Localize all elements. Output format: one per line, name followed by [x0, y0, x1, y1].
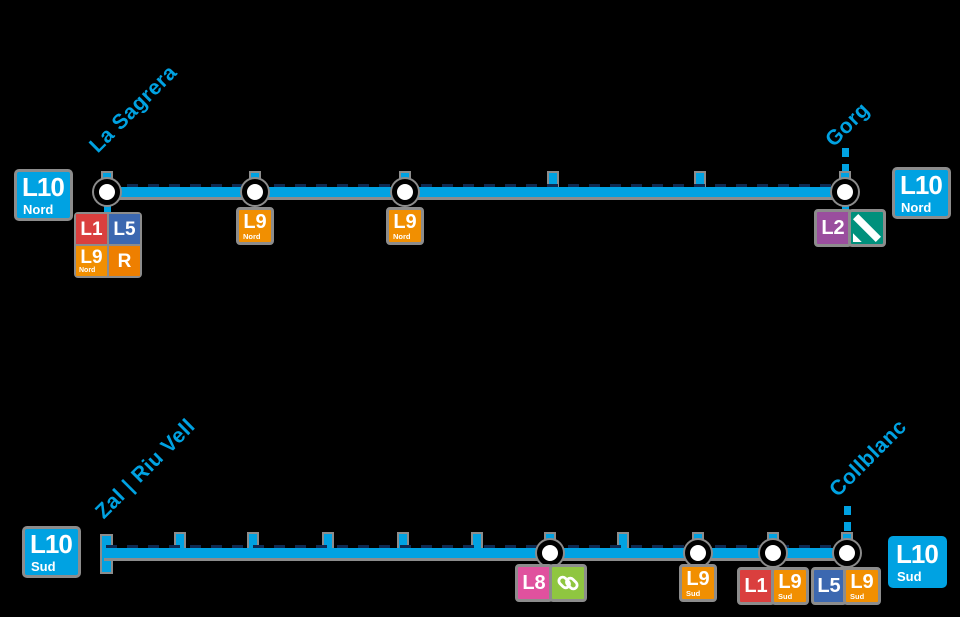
- station-tick: [399, 534, 407, 554]
- badge-label: L5: [817, 575, 841, 597]
- badge-label: L9: [686, 567, 710, 590]
- badge-label: L1: [744, 575, 768, 597]
- badge-label: L1: [80, 218, 103, 240]
- line-badge-l10-sud-right: L10 Sud: [888, 536, 947, 588]
- station-marker-interchange: [242, 179, 268, 205]
- fgc-icon: [549, 564, 587, 602]
- station-tick: [696, 173, 704, 193]
- badge-l9-sud: L9 Sud: [843, 567, 881, 605]
- route-line-l10-sud: [104, 548, 849, 558]
- station-tick: [549, 173, 557, 193]
- badge-caption: Sud: [850, 591, 865, 601]
- badge-l2: L2: [814, 209, 852, 247]
- station-marker-gorg: [832, 179, 858, 205]
- station-tick: [473, 534, 481, 554]
- label-leader-dash: [844, 506, 851, 542]
- badge-caption: Sud: [778, 591, 793, 601]
- station-marker-interchange: [537, 540, 563, 566]
- station-marker-interchange: [685, 540, 711, 566]
- badge-caption: Sud: [897, 569, 922, 584]
- terminus-label-la-sagrera: La Sagrera: [85, 60, 182, 158]
- tram-icon: [848, 209, 886, 247]
- badge-label: L9: [393, 210, 417, 233]
- line-badge-l10-sud-left: L10 Sud: [22, 526, 81, 578]
- badge-l9-sud: L9 Sud: [771, 567, 809, 605]
- station-tick: [324, 534, 332, 554]
- badge-label: L10: [22, 172, 65, 202]
- terminus-label-gorg: Gorg: [821, 98, 875, 152]
- route-line-dashed-overlay: [106, 184, 846, 187]
- badge-label: L9: [243, 210, 267, 233]
- badge-label: L9: [80, 247, 103, 268]
- station-marker-interchange: [392, 179, 418, 205]
- terminus-label-collblanc: Collblanc: [825, 415, 912, 502]
- badge-caption: Nord: [23, 202, 54, 217]
- route-line-dashed-overlay: [106, 545, 847, 548]
- badge-label: L8: [522, 572, 546, 594]
- station-tick: [176, 534, 184, 554]
- badge-l9-nord: L9 Nord: [236, 207, 274, 245]
- terminus-label-zal-riu-vell: Zal | Riu Vell: [91, 414, 200, 524]
- interchange-connector: [842, 203, 849, 212]
- badge-label: R: [117, 250, 132, 272]
- station-marker-interchange: [760, 540, 786, 566]
- badge-label: L10: [30, 529, 73, 559]
- line-badge-l10-nord-right: L10 Nord: [892, 167, 951, 219]
- badge-l1: L1: [737, 567, 775, 605]
- badge-label: L10: [900, 170, 943, 200]
- station-tick: [619, 534, 627, 554]
- badge-label: L9: [850, 570, 874, 593]
- badge-rodalies: R: [109, 246, 140, 276]
- line-badge-l10-nord-left: L10 Nord: [14, 169, 73, 221]
- route-line-l10-nord: [104, 187, 848, 197]
- station-tick: [249, 534, 257, 554]
- interchange-badges-la-sagrera: L1 L5 L9 Nord R: [74, 212, 142, 278]
- badge-label: L10: [896, 539, 939, 569]
- badge-label: L2: [821, 217, 845, 239]
- station-marker-la-sagrera: [94, 179, 120, 205]
- badge-caption: Sud: [31, 559, 56, 574]
- badge-l1: L1: [76, 214, 107, 244]
- badge-caption: Nord: [901, 200, 932, 215]
- badge-label: L5: [113, 218, 136, 240]
- station-marker-collblanc: [834, 540, 860, 566]
- badge-l9-sud: L9 Sud: [679, 564, 717, 602]
- badge-l5: L5: [109, 214, 140, 244]
- badge-l5: L5: [811, 567, 847, 605]
- badge-l8: L8: [515, 564, 553, 602]
- badge-caption: Nord: [243, 231, 261, 241]
- label-leader-dash: [842, 148, 849, 186]
- badge-caption: Nord: [393, 231, 411, 241]
- badge-l9-nord: L9 Nord: [386, 207, 424, 245]
- badge-caption: Nord: [79, 267, 96, 274]
- badge-label: L9: [778, 570, 802, 593]
- interchange-connector: [104, 203, 111, 213]
- badge-caption: Sud: [686, 588, 701, 598]
- badge-l9-nord: L9 Nord: [76, 246, 107, 276]
